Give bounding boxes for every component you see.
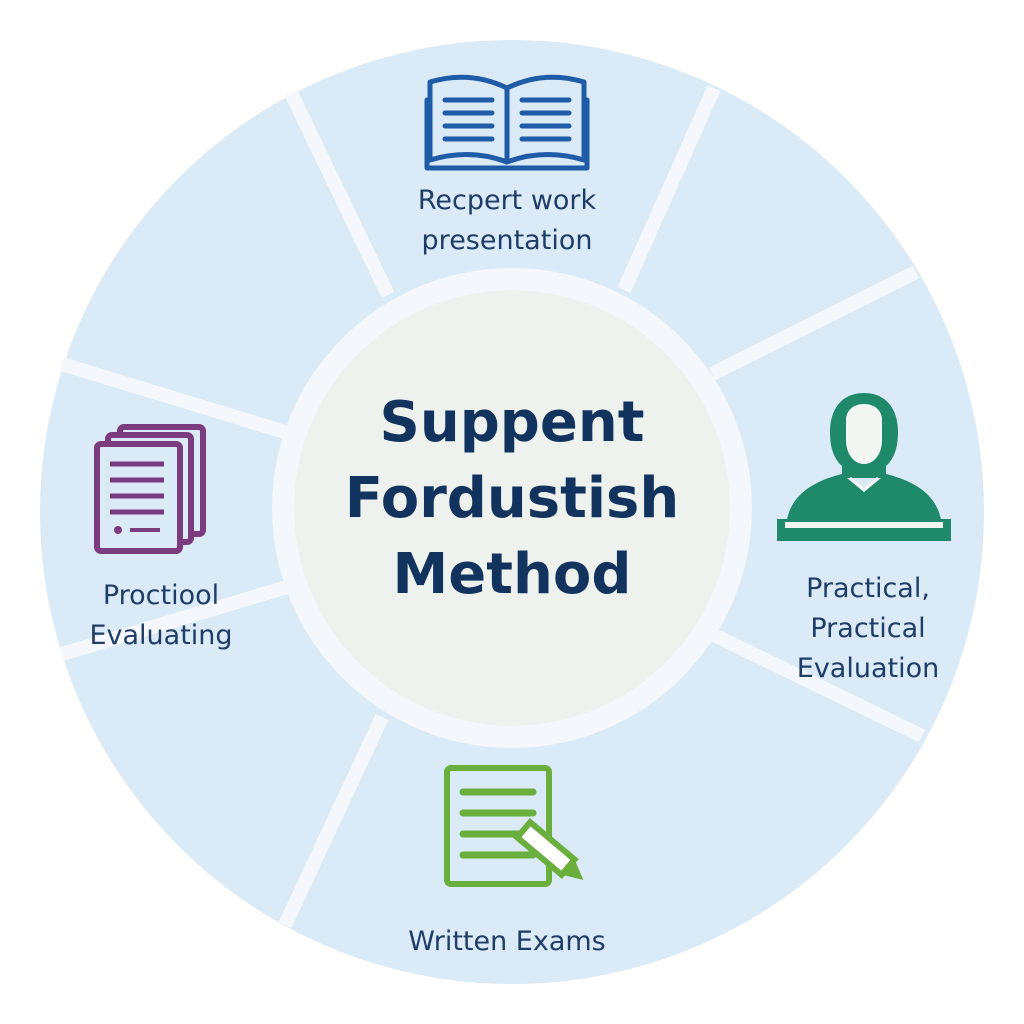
segment-separators [59,85,926,928]
separator-line [617,85,721,293]
segment-label-top-line: Recpert work [417,185,597,216]
segment-label-right-line: Evaluation [796,653,940,684]
center-title-line: Suppent [379,390,645,455]
segment-label-top-line: presentation [421,225,593,256]
document-pencil-icon [444,765,584,887]
segment-label-left-line: Proctiool [102,580,220,611]
separator-line [60,580,289,661]
center-title-line: Fordustish [344,466,680,531]
center-title: Suppent Fordustish Method [300,385,724,613]
person-icon [777,393,951,541]
segment-label-right-line: Practical, [806,573,930,604]
segment-label-bottom-line: Written Exams [408,926,606,957]
segment-label-left: Proctiool Evaluating [66,576,256,656]
segment-label-right: Practical, Practical Evaluation [778,569,958,689]
separator-line [284,89,395,299]
segment-label-bottom: Written Exams [357,922,657,962]
open-book-icon [424,74,590,171]
stacked-documents-icon [94,424,206,554]
center-circle [294,290,730,726]
segment-label-right-line: Practical [810,613,926,644]
segment-label-left-line: Evaluating [89,620,233,651]
separator-line [710,628,926,743]
separator-line [278,714,389,928]
separator-line [59,357,291,440]
center-title-line: Method [392,542,632,607]
separator-line [708,265,920,381]
segment-label-top: Recpert work presentation [357,181,657,261]
